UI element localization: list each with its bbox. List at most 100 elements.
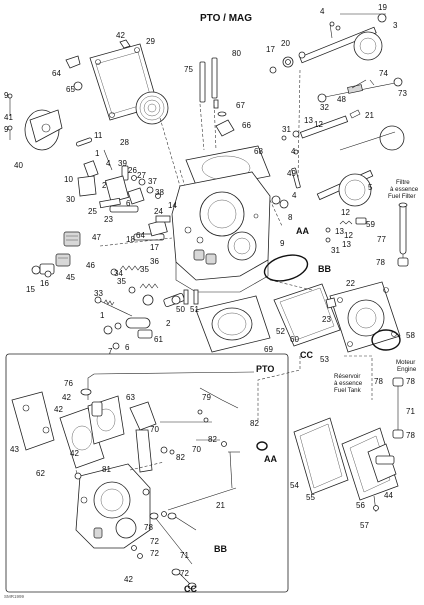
- inset-label-21: 21: [216, 501, 225, 510]
- part-label-22: 22: [346, 279, 355, 288]
- part-label-69: 69: [264, 345, 273, 354]
- inset-label-42d: 42: [124, 575, 133, 584]
- diagram-captions: Filtre à essence Fuel Filter Moteur Engi…: [334, 179, 419, 394]
- part-label-17b: 17: [150, 243, 159, 252]
- inset-label-42b: 42: [62, 393, 71, 402]
- footer-code: SMR1999: [4, 594, 25, 599]
- part-label-4: 4: [320, 7, 325, 16]
- part-label-80: 80: [232, 49, 241, 58]
- part-label-30: 30: [66, 195, 75, 204]
- inset-shaft: [161, 451, 240, 517]
- part-label-27: 27: [137, 171, 146, 180]
- part-label-71a: 71: [406, 407, 415, 416]
- inset-bracket-gasket: [11, 391, 125, 469]
- part-label-56: 56: [356, 501, 365, 510]
- part-label-77: 77: [377, 235, 386, 244]
- jet-parts: [325, 217, 367, 243]
- part-label-48: 48: [337, 95, 346, 104]
- bottom-pump-parts: [293, 417, 399, 513]
- part-label-78d: 78: [406, 431, 415, 440]
- part-label-18: 18: [126, 235, 135, 244]
- part-label-36: 36: [150, 257, 159, 266]
- part-label-19: 19: [378, 3, 387, 12]
- primer-bracket: [65, 55, 83, 91]
- part-label-33: 33: [94, 289, 103, 298]
- caption-tank-en: Fuel Tank: [334, 387, 362, 394]
- mounting-flange: [195, 295, 271, 353]
- part-label-4d: 4: [106, 159, 111, 168]
- inset-label-42a: 42: [54, 405, 63, 414]
- part-label-75: 75: [184, 65, 193, 74]
- part-label-2b: 2: [166, 319, 171, 328]
- part-label-53: 53: [320, 355, 329, 364]
- part-label-44: 44: [384, 491, 393, 500]
- part-label-15: 15: [26, 285, 35, 294]
- callout-bb-main: BB: [318, 264, 331, 274]
- top-screws: [199, 57, 235, 137]
- caption-fuel-filter-fr: Filtre: [396, 179, 410, 186]
- inset-label-72c: 72: [180, 569, 189, 578]
- part-label-23b: 23: [104, 215, 113, 224]
- part-label-9b: 9: [4, 91, 9, 100]
- callout-letters: AA BB CC AA BB CC: [184, 226, 331, 594]
- fuel-filter: [397, 202, 409, 267]
- part-label-64a: 64: [52, 69, 61, 78]
- part-label-35b: 35: [117, 277, 126, 286]
- part-label-57: 57: [360, 521, 369, 530]
- part-label-78a: 78: [376, 258, 385, 267]
- part-label-59: 59: [366, 220, 375, 229]
- throttle-linkage: [317, 77, 403, 103]
- part-label-68: 68: [254, 147, 263, 156]
- part-label-67: 67: [236, 101, 245, 110]
- part-label-11: 11: [94, 131, 103, 140]
- callout-aa-inset: AA: [264, 454, 277, 464]
- float-valve-parts: [31, 231, 81, 278]
- part-label-58: 58: [406, 331, 415, 340]
- part-label-23: 23: [322, 315, 331, 324]
- part-label-54: 54: [290, 481, 299, 490]
- adjust-screw: [94, 296, 133, 317]
- part-label-10: 10: [64, 175, 73, 184]
- part-label-12b: 12: [341, 208, 350, 217]
- part-label-51: 51: [190, 305, 199, 314]
- part-label-41: 41: [4, 113, 13, 122]
- caption-tank-fr2: à essence: [334, 380, 363, 387]
- part-label-55: 55: [306, 493, 315, 502]
- part-label-6a: 6: [126, 199, 131, 208]
- part-label-9: 9: [280, 239, 285, 248]
- part-label-66: 66: [242, 121, 251, 130]
- inset-label-43: 43: [10, 445, 19, 454]
- callout-bb-inset: BB: [214, 544, 227, 554]
- part-label-1b: 1: [100, 311, 105, 320]
- part-label-4c: 4: [292, 191, 297, 200]
- caption-fuel-filter-fr2: à essence: [390, 186, 419, 193]
- part-label-65: 65: [66, 85, 75, 94]
- part-label-35: 35: [140, 265, 149, 274]
- part-label-78c: 78: [406, 377, 415, 386]
- part-label-8: 8: [288, 213, 293, 222]
- idle-screw-parts: [133, 215, 171, 241]
- part-label-14: 14: [168, 201, 177, 210]
- needle-screw-set: [281, 109, 405, 207]
- inset-linkage: [129, 401, 268, 473]
- inset-label-72a: 72: [150, 537, 159, 546]
- flange-screws: [183, 289, 199, 305]
- part-label-31a: 31: [282, 125, 291, 134]
- inset-label-81: 81: [102, 465, 111, 474]
- part-label-40: 40: [14, 161, 23, 170]
- part-label-45: 45: [66, 273, 75, 282]
- part-label-13b: 13: [335, 227, 344, 236]
- spring-parts: [110, 265, 159, 294]
- part-label-24: 24: [154, 207, 163, 216]
- part-label-12c: 12: [344, 231, 353, 240]
- caption-fuel-filter-en: Fuel Filter: [388, 193, 416, 200]
- callout-cc-inset: CC: [184, 584, 197, 594]
- needle-lever-parts: [271, 149, 301, 209]
- inset-label-76: 76: [64, 379, 73, 388]
- carburetor-body: [171, 145, 271, 293]
- part-label-49: 49: [287, 169, 296, 178]
- part-label-46: 46: [86, 261, 95, 270]
- caption-tank-fr: Réservoir: [334, 373, 360, 380]
- inset-label-71: 71: [180, 551, 189, 560]
